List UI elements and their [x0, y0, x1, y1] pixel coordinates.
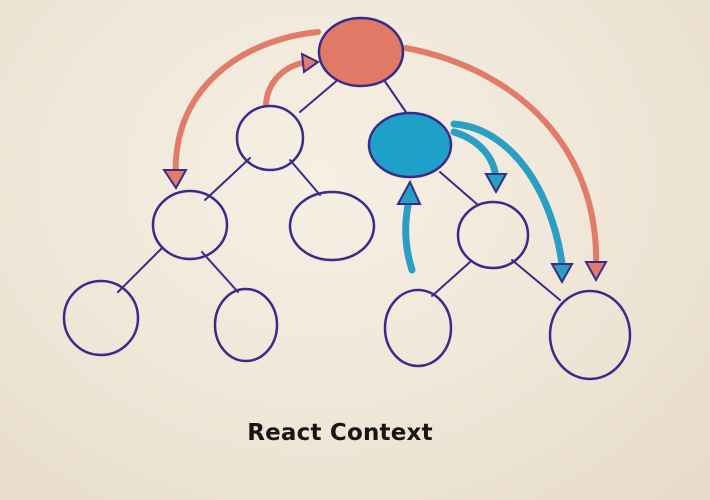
node-leaf-2 — [213, 287, 279, 363]
provider-arrow-far-right — [403, 45, 600, 271]
edge-rc-leaf3 — [431, 261, 471, 297]
node-level1-left — [235, 104, 305, 172]
consumer-arrow-down-near — [450, 128, 500, 182]
tree-nodes — [62, 16, 632, 381]
consumer-arrow-up — [402, 192, 416, 274]
edge-llc-leaf2 — [201, 251, 239, 293]
diagram-caption: React Context — [247, 420, 433, 446]
node-leaf-3 — [383, 288, 453, 368]
provider-arrowhead-near-left — [300, 52, 320, 74]
node-leaf-4 — [548, 289, 632, 381]
provider-arrowheads — [162, 52, 608, 283]
node-level1-right-consumer — [367, 111, 453, 179]
consumer-arrowheads — [396, 173, 574, 285]
consumer-arrowhead-down-near — [484, 173, 508, 195]
consumer-arrow-down-far — [450, 120, 566, 268]
provider-arrowhead-far-right — [584, 261, 608, 283]
node-level2-middle — [288, 190, 376, 262]
provider-arrow-far-left — [172, 29, 321, 183]
node-level2-left — [151, 189, 229, 261]
edge-consumer-child — [439, 171, 479, 206]
node-leaf-1 — [62, 279, 140, 357]
consumer-arrowhead-down-far — [550, 263, 574, 285]
consumer-arrowhead-up — [396, 179, 422, 205]
node-root-provider — [317, 16, 405, 88]
edge-llc-leaf1 — [117, 247, 163, 293]
edge-root-right — [383, 79, 411, 119]
edge-left-leftchild — [204, 157, 251, 201]
edge-left-rightchild — [289, 159, 321, 196]
node-level2-right — [456, 200, 530, 270]
tree-edges — [117, 77, 561, 301]
edge-root-left — [299, 77, 341, 113]
edge-rc-leaf4 — [511, 259, 561, 301]
provider-arrowhead-far-left — [162, 169, 188, 190]
